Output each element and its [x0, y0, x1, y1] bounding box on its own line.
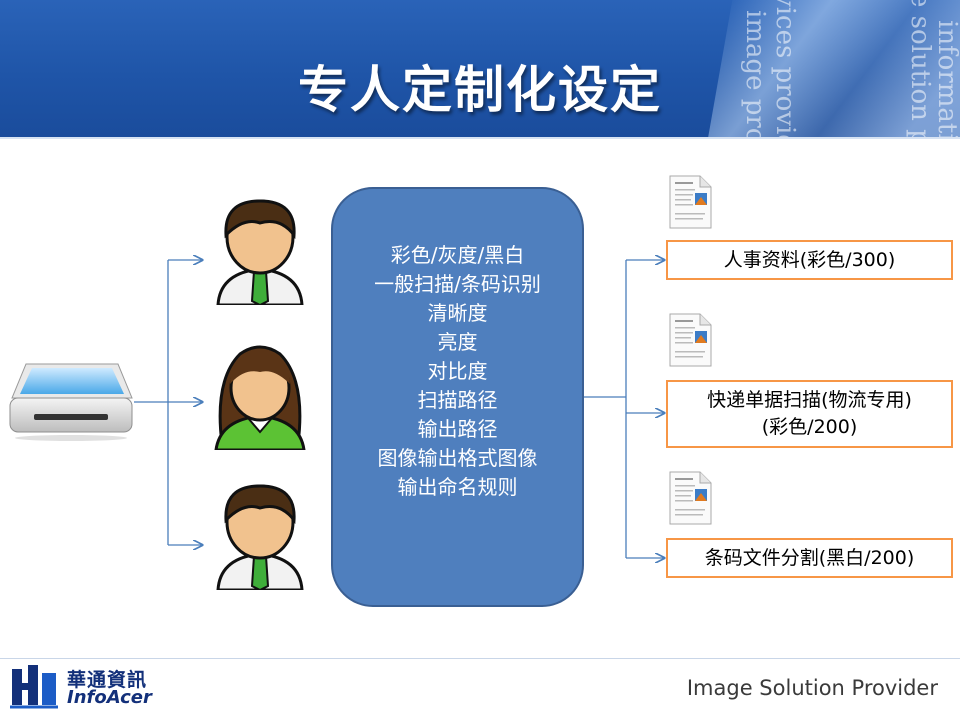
footer-tagline: Image Solution Provider	[686, 676, 938, 700]
setting-output-format: 图像输出格式图像	[377, 446, 538, 470]
female-user-icon	[214, 345, 306, 450]
setting-scan-mode: 一般扫描/条码识别	[374, 272, 541, 296]
output-profile-sublabel: (彩色/200)	[761, 416, 858, 438]
output-profile-label: 快递单据扫描(物流专用)	[707, 389, 912, 411]
setting-resolution: 清晰度	[427, 301, 488, 325]
page-title: 专人定制化设定	[298, 61, 662, 119]
logo-chinese-name: 華通資訊	[67, 669, 148, 691]
logo-mark-icon	[10, 665, 58, 709]
document-icon	[669, 175, 712, 229]
setting-naming-rule: 输出命名规则	[397, 475, 518, 499]
male-user-icon	[216, 484, 304, 590]
setting-scan-path: 扫描路径	[417, 388, 498, 412]
output-profile-courier-slips: 快递单据扫描(物流专用) (彩色/200)	[666, 380, 953, 448]
male-user-icon	[216, 199, 304, 305]
logo-english-name: InfoAcer	[67, 687, 152, 708]
scanner-icon	[9, 363, 133, 441]
header-divider	[0, 137, 960, 139]
setting-contrast: 对比度	[427, 359, 488, 383]
output-profile-hr-docs: 人事资料(彩色/300)	[666, 240, 953, 280]
company-logo: 華通資訊 InfoAcer	[10, 663, 170, 711]
output-profile-label: 人事资料(彩色/300)	[723, 248, 896, 271]
document-icon	[669, 471, 712, 525]
footer-divider	[0, 658, 960, 659]
settings-box: 彩色/灰度/黑白 一般扫描/条码识别 清晰度 亮度 对比度 扫描路径 输出路径 …	[331, 187, 584, 607]
setting-output-path: 输出路径	[417, 417, 498, 441]
document-icon	[669, 313, 712, 367]
output-profile-label: 条码文件分割(黑白/200)	[704, 546, 915, 569]
output-profile-barcode-split: 条码文件分割(黑白/200)	[666, 538, 953, 578]
header-banner: vices provide image proce e solution pro…	[0, 0, 960, 137]
setting-color-mode: 彩色/灰度/黑白	[390, 243, 525, 267]
setting-brightness: 亮度	[437, 330, 478, 354]
